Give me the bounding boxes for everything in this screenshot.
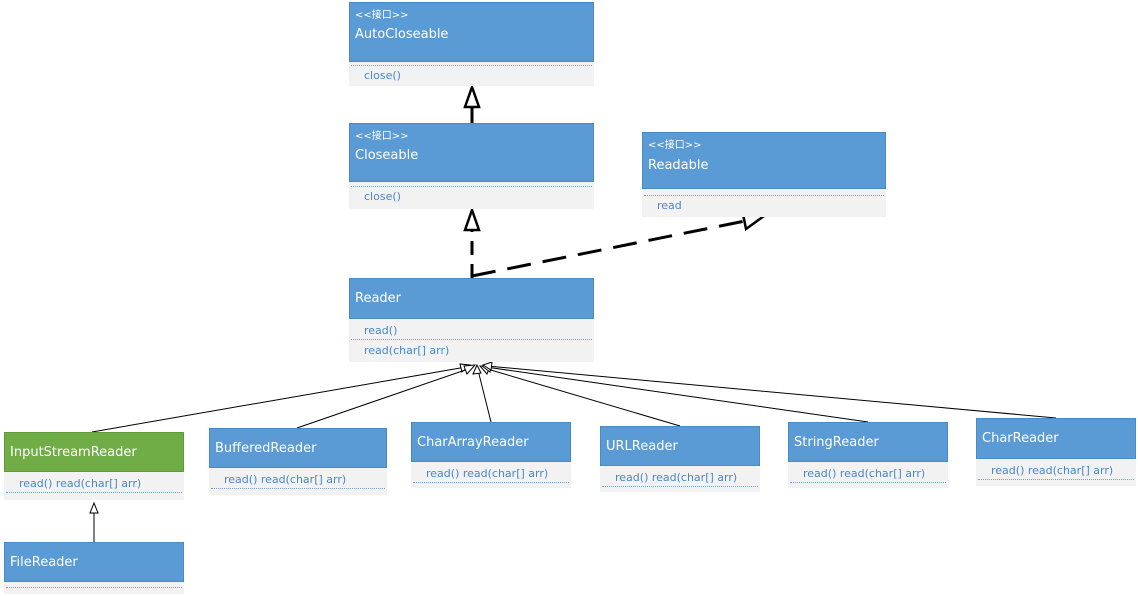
stereotype-label: <<接口>> [355, 10, 409, 21]
class-name: CharReader [982, 431, 1059, 446]
edge-bufferedreader-reader [296, 364, 477, 429]
class-reader[interactable]: Reader read() read(char[] arr) [349, 278, 594, 362]
class-header: BufferedReader [209, 428, 387, 468]
class-header: <<接口>> AutoCloseable [349, 2, 594, 62]
operation: read() read(char[] arr) [426, 467, 549, 480]
edge-reader-closeable [463, 206, 481, 278]
class-header: FileReader [4, 542, 184, 582]
compartment-divider [644, 195, 884, 196]
edge-closeable-autocloseable [463, 83, 481, 123]
class-bufferedreader[interactable]: BufferedReader read() read(char[] arr) [209, 428, 387, 495]
class-filereader[interactable]: FileReader [4, 542, 184, 594]
operations-compartment: read() read(char[] arr) [976, 459, 1136, 479]
operations-compartment: read() [349, 319, 594, 339]
edge-chararrayreader-reader [472, 363, 492, 423]
compartment-divider [6, 492, 182, 493]
class-header: InputStreamReader [4, 432, 184, 472]
class-inputstreamreader[interactable]: InputStreamReader read() read(char[] arr… [4, 432, 184, 500]
operation: read [657, 199, 682, 212]
edge-urlreader-reader [478, 365, 681, 427]
class-name: Readable [648, 158, 709, 173]
class-header: URLReader [600, 426, 760, 466]
class-name: InputStreamReader [10, 445, 137, 460]
operations-compartment: close() [349, 187, 594, 205]
operations-compartment: close() [349, 66, 594, 84]
class-stringreader[interactable]: StringReader read() read(char[] arr) [788, 422, 948, 488]
operations-compartment: read(char[] arr) [349, 340, 594, 359]
class-readable[interactable]: <<接口>> Readable read [642, 132, 886, 217]
compartment-divider [978, 479, 1134, 480]
class-closeable[interactable]: <<接口>> Closeable close() [349, 123, 594, 209]
class-urlreader[interactable]: URLReader read() read(char[] arr) [600, 426, 760, 492]
compartment-divider [602, 486, 758, 487]
compartment-divider [413, 482, 569, 483]
operation: read(char[] arr) [364, 344, 450, 357]
operations-compartment: read() read(char[] arr) [4, 472, 184, 492]
class-name: StringReader [794, 435, 879, 450]
edge-charreader-reader [481, 361, 1057, 419]
edge-filereader-inputstreamreader [89, 501, 99, 542]
operation: read() read(char[] arr) [615, 471, 738, 484]
operation: close() [364, 69, 401, 82]
operation: read() read(char[] arr) [224, 473, 347, 486]
stereotype-label: <<接口>> [648, 140, 702, 151]
class-name: Reader [355, 291, 402, 306]
edge-stringreader-reader [480, 363, 869, 423]
class-name: AutoCloseable [355, 27, 449, 42]
class-header: StringReader [788, 422, 948, 462]
operations-compartment: read() read(char[] arr) [209, 468, 387, 488]
operations-compartment: read() read(char[] arr) [411, 462, 571, 482]
class-header: CharArrayReader [411, 422, 571, 462]
edge-reader-readable [471, 212, 768, 278]
class-charreader[interactable]: CharReader read() read(char[] arr) [976, 418, 1136, 486]
operations-compartment: read() read(char[] arr) [600, 466, 760, 486]
compartment-divider [351, 186, 592, 187]
class-name: Closeable [355, 148, 419, 163]
compartment-divider [351, 339, 592, 340]
operations-compartment: read() read(char[] arr) [788, 462, 948, 482]
operation: read() [364, 324, 398, 337]
class-header: Reader [349, 278, 594, 319]
operations-compartment: read [642, 196, 886, 214]
class-header: CharReader [976, 418, 1136, 459]
compartment-divider [6, 587, 182, 588]
class-header: <<接口>> Readable [642, 132, 886, 189]
compartment-divider [790, 482, 946, 483]
stereotype-label: <<接口>> [355, 131, 409, 142]
operation: read() read(char[] arr) [19, 477, 142, 490]
operation: read() read(char[] arr) [803, 467, 926, 480]
class-name: CharArrayReader [417, 435, 529, 450]
operation: close() [364, 190, 401, 203]
class-header: <<接口>> Closeable [349, 123, 594, 182]
class-autocloseable[interactable]: <<接口>> AutoCloseable close() [349, 2, 594, 86]
class-name: BufferedReader [215, 441, 317, 456]
class-chararrayreader[interactable]: CharArrayReader read() read(char[] arr) [411, 422, 571, 488]
operation: read() read(char[] arr) [991, 464, 1114, 477]
class-name: FileReader [10, 555, 78, 570]
class-name: URLReader [606, 439, 678, 454]
compartment-divider [351, 65, 592, 66]
compartment-divider [211, 488, 385, 489]
